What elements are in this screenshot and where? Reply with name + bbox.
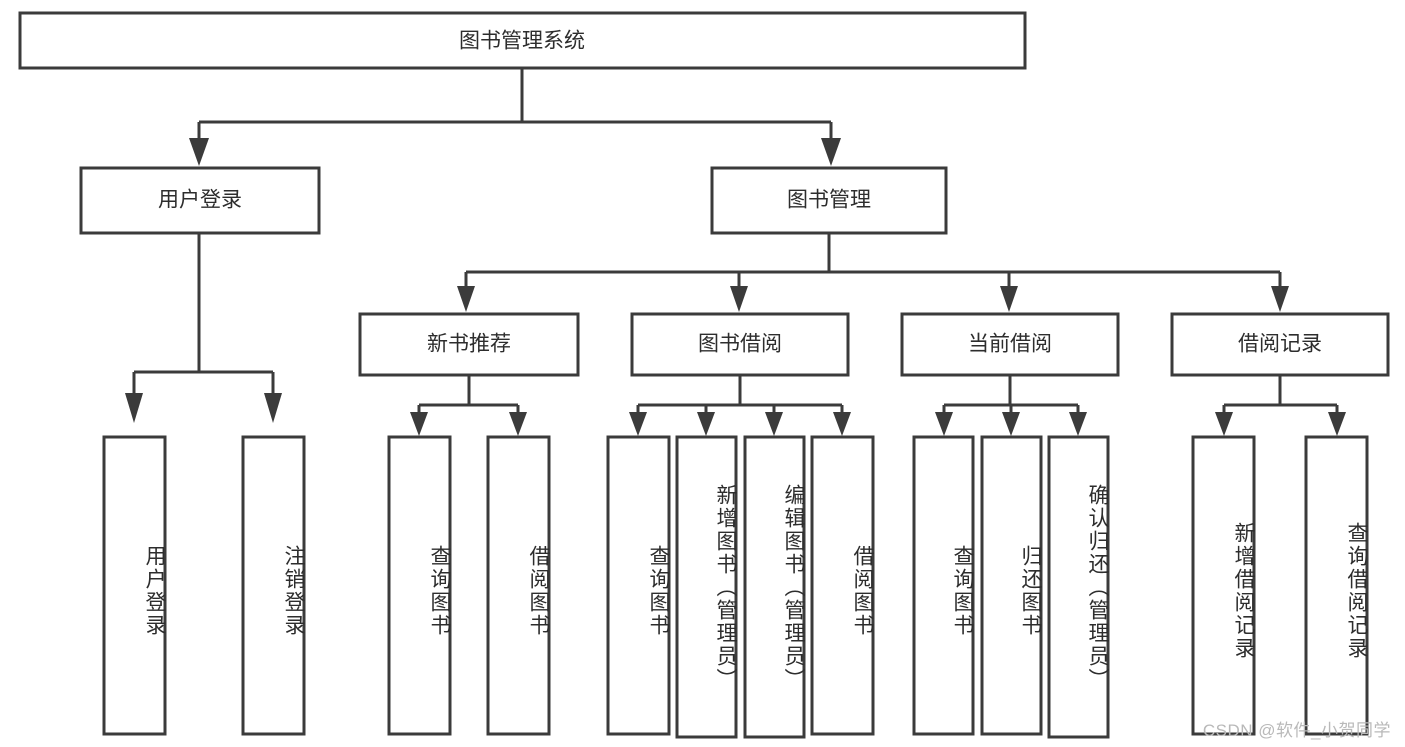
leaf-box-user-login-0[interactable]	[102, 435, 167, 736]
arrow-head-icon	[935, 412, 953, 436]
leaf-box-book-borrow-1[interactable]	[675, 435, 738, 739]
arrow-head-icon	[1271, 286, 1289, 312]
node-root[interactable]: 图书管理系统	[18, 11, 1027, 70]
leaf-box-user-login-1[interactable]	[241, 435, 306, 736]
arrow-head-icon	[1328, 412, 1346, 436]
connector-books-to-level2	[457, 232, 1289, 312]
node-root-label: 图书管理系统	[459, 30, 585, 53]
leaf-box-borrow-record-1[interactable]	[1304, 435, 1369, 736]
watermark-label: CSDN @软件_小贺同学	[1202, 721, 1391, 740]
leaf-box-borrow-record-0[interactable]	[1191, 435, 1256, 736]
node-new-book-recommend-box[interactable]	[358, 312, 580, 377]
node-new-book-recommend-label: 新书推荐	[427, 333, 511, 356]
node-root-box[interactable]	[18, 11, 1027, 70]
arrow-head-icon	[1215, 412, 1233, 436]
node-borrow-record-label: 借阅记录	[1238, 333, 1322, 356]
arrow-head-icon	[730, 286, 748, 312]
arrow-head-icon	[509, 412, 527, 436]
leaf-box-current-borrow-1[interactable]	[980, 435, 1043, 736]
leaf-box-book-borrow-3[interactable]	[810, 435, 875, 736]
node-user-login[interactable]: 用户登录	[79, 166, 321, 235]
arrow-head-icon	[1000, 286, 1018, 312]
node-current-borrow-label: 当前借阅	[968, 333, 1052, 356]
node-book-management-label: 图书管理	[787, 189, 871, 212]
arrow-head-icon	[1069, 412, 1087, 436]
node-borrow-record-box[interactable]	[1170, 312, 1390, 377]
arrow-head-icon	[457, 286, 475, 312]
node-book-management-box[interactable]	[710, 166, 948, 235]
arrow-head-icon	[765, 412, 783, 436]
arrow-head-icon	[410, 412, 428, 436]
arrow-head-icon	[125, 393, 143, 423]
node-book-borrow-label: 图书借阅	[698, 333, 782, 356]
node-user-login-label: 用户登录	[158, 189, 242, 212]
arrow-head-icon	[264, 393, 282, 423]
node-book-management[interactable]: 图书管理	[710, 166, 948, 235]
leaf-box-new-book-1[interactable]	[486, 435, 551, 736]
node-current-borrow-box[interactable]	[900, 312, 1120, 377]
arrow-head-icon	[821, 138, 841, 166]
connector-currentborrow-to-leaves	[935, 375, 1087, 436]
connector-newbook-to-leaves	[410, 375, 527, 436]
leaf-box-new-book-0[interactable]	[387, 435, 452, 736]
connector-root-to-level1	[189, 68, 841, 166]
arrow-head-icon	[697, 412, 715, 436]
connector-userlogin-to-leaves	[125, 234, 282, 423]
arrow-head-icon	[1002, 412, 1020, 436]
leaf-box-book-borrow-0[interactable]	[606, 435, 671, 736]
node-book-borrow-box[interactable]	[630, 312, 850, 377]
arrow-head-icon	[189, 138, 209, 166]
connector-borrowrecord-to-leaves	[1215, 375, 1346, 436]
node-user-login-box[interactable]	[79, 166, 321, 235]
leaf-box-book-borrow-2[interactable]	[743, 435, 806, 739]
arrow-head-icon	[833, 412, 851, 436]
node-borrow-record[interactable]: 借阅记录	[1170, 312, 1390, 377]
arrow-head-icon	[629, 412, 647, 436]
leaf-box-current-borrow-2[interactable]	[1047, 435, 1110, 739]
leaf-box-current-borrow-0[interactable]	[912, 435, 975, 736]
node-new-book-recommend[interactable]: 新书推荐	[358, 312, 580, 377]
connector-bookborrow-to-leaves	[629, 375, 851, 436]
node-book-borrow[interactable]: 图书借阅	[630, 312, 850, 377]
node-current-borrow[interactable]: 当前借阅	[900, 312, 1120, 377]
